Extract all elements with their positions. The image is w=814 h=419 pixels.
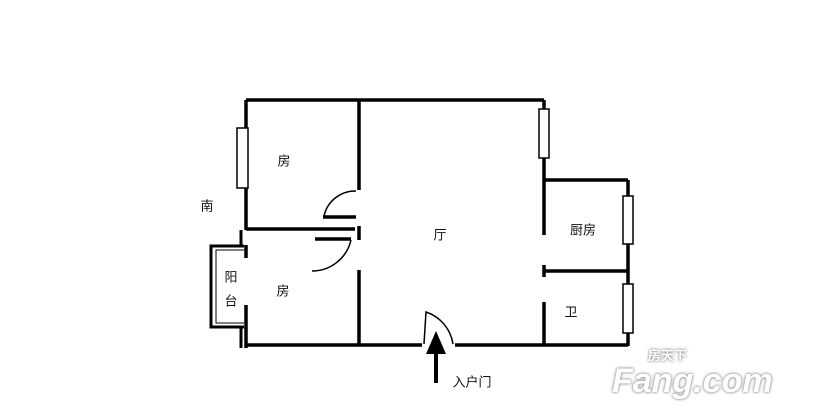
room-label-bedroom-north: 房 (277, 154, 291, 170)
entrance-label: 入户门 (452, 375, 492, 391)
watermark-brand: Fang.com (612, 362, 773, 400)
watermark-cn: 房天下 (648, 348, 688, 363)
balcony (209, 230, 244, 348)
room-label-balcony-2: 台 (224, 294, 238, 310)
room-label-kitchen: 厨房 (569, 223, 597, 239)
watermark-logo: 房天下 Fang.com (612, 348, 773, 399)
room-label-bathroom: 卫 (564, 305, 578, 321)
entrance-arrow-icon (426, 331, 446, 383)
doors (311, 190, 454, 345)
room-label-living-room: 厅 (433, 228, 447, 244)
room-label-bedroom-south: 房 (276, 284, 290, 300)
direction-label-south: 南 (200, 199, 214, 215)
windows (236, 108, 634, 334)
room-label-balcony-1: 阳 (224, 270, 238, 286)
